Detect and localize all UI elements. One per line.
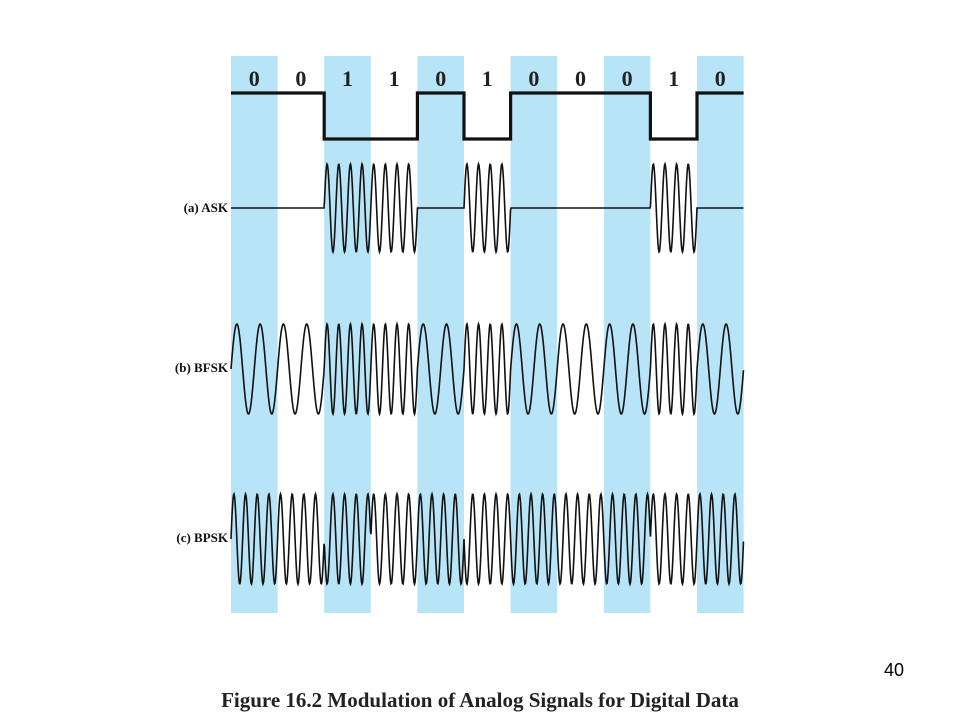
bit-label: 1 [668,66,679,91]
bit-label: 0 [575,66,586,91]
bit-labels: 0 0 1 1 0 1 0 0 0 1 0 [249,66,726,91]
bit-label: 0 [715,66,726,91]
bit-label: 0 [622,66,633,91]
bit-label: 0 [435,66,446,91]
row-label-bpsk: (c) BPSK [176,530,229,545]
bfsk-waveform [230,321,745,417]
bit-label: 1 [482,66,493,91]
bpsk-waveform [230,491,745,587]
bit-label: 0 [249,66,260,91]
ask-waveform [231,161,744,255]
row-label-ask: (a) ASK [184,200,229,215]
page-number: 40 [883,660,904,680]
bit-label: 1 [389,66,400,91]
modulation-figure: 0 0 1 1 0 1 0 0 0 1 0 (a) ASK (b) BFSK (c) BPSK [175,56,745,613]
figure-caption: Figure 16.2 Modulation of Analog Signals… [221,688,739,712]
bit-label: 0 [528,66,539,91]
row-label-bfsk: (b) BFSK [175,360,229,375]
bit-label: 0 [295,66,306,91]
bit-label: 1 [342,66,353,91]
digital-signal [231,91,744,141]
